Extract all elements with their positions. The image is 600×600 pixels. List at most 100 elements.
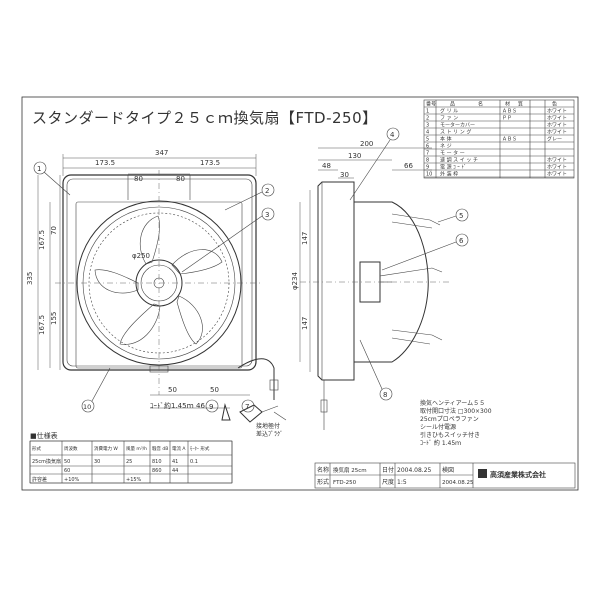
parts-cell: 10 <box>426 172 432 178</box>
parts-cell: フ ァ ン <box>440 116 458 122</box>
callout-5-label: 5 <box>459 212 463 220</box>
tb-type-label: 形式 <box>317 478 329 486</box>
parts-cell: ホワイト <box>547 158 567 164</box>
plug-label-line2: 差込ﾌﾟﾗｸﾞ <box>256 430 283 438</box>
side-bracket <box>391 221 433 229</box>
fan-blade <box>171 249 223 275</box>
callout-2 <box>261 183 275 197</box>
dim-lower-a: 167.5 <box>38 315 46 335</box>
tb-type: FTD-250 <box>333 480 357 486</box>
parts-cell: ホワイト <box>547 130 567 136</box>
parts-cell: 速 調 ス イ ッ チ <box>440 157 478 164</box>
parts-header-cell: 材 <box>505 101 510 108</box>
plug-pin <box>273 411 287 421</box>
dim-bottom-c: 46 <box>196 402 205 410</box>
dim-half-left: 173.5 <box>95 159 115 167</box>
callout-1-label: 1 <box>37 165 41 173</box>
parts-table-border <box>423 99 575 179</box>
fan-blade <box>119 303 161 345</box>
callout-3-label: 3 <box>265 211 269 219</box>
parts-header-cell: 質 <box>518 101 523 108</box>
cord-ferrite <box>269 379 279 391</box>
leader <box>91 367 111 402</box>
callout-4-label: 4 <box>390 131 395 139</box>
callout-6-label: 6 <box>459 237 464 245</box>
spec-header-cell: 形式 <box>32 445 41 452</box>
fan-blade <box>94 269 139 294</box>
callout-2-label: 2 <box>265 187 269 195</box>
dim-side-30: 30 <box>340 171 349 179</box>
parts-cell: 3 <box>426 123 429 129</box>
dim-inner-left: 80 <box>134 175 143 183</box>
dim-side-opening: φ234 <box>291 271 299 290</box>
dim-half-right: 173.5 <box>200 159 220 167</box>
parts-cell: グ リ ル <box>440 108 458 115</box>
leader <box>437 215 457 223</box>
front-view <box>37 154 287 423</box>
callout-5 <box>455 208 469 222</box>
fan-blade <box>176 295 203 345</box>
parts-cell: 5 <box>426 137 429 143</box>
fan-blades <box>94 215 223 345</box>
company-logo-icon <box>478 469 487 478</box>
spec-header-cell: 風量 m³/h <box>126 445 147 452</box>
note-line: 取付開口寸法 □300×300 <box>420 407 492 415</box>
tb-checker-label: 検図 <box>442 466 454 474</box>
callout-1 <box>33 161 47 175</box>
spec-header-cell: ﾓｰﾀｰ 形式 <box>190 445 210 452</box>
parts-cell: 7 <box>426 151 429 157</box>
parts-cell: ホワイト <box>547 116 567 122</box>
dim-height-total: 335 <box>26 272 34 285</box>
parts-cell: 9 <box>426 165 429 171</box>
note-line: ｺｰﾄﾞ 約 1.45ｍ <box>420 439 461 447</box>
tb-date-label: 日付 <box>382 466 394 474</box>
spec-cell: 41 <box>172 459 178 465</box>
parts-cell: 6 <box>426 144 429 150</box>
parts-header-cell: 番号 <box>426 101 436 108</box>
leader <box>381 241 457 271</box>
spec-cell: 25 <box>126 459 132 465</box>
spec-header-cell: 騒音 dB <box>152 445 168 452</box>
side-view <box>299 147 450 430</box>
parts-cell: グレー <box>547 136 562 143</box>
side-cord-clamp <box>320 399 328 413</box>
dim-inner-right: 80 <box>176 175 185 183</box>
dim-side-top: 200 <box>360 140 373 148</box>
note-line: 換気ヘンティアーム５５ <box>420 399 485 407</box>
parts-header-cell: 品 <box>450 102 455 108</box>
callout-9 <box>205 399 219 413</box>
dim-side-upper: 147 <box>301 232 309 245</box>
parts-cell: ホワイト <box>547 165 567 171</box>
grille-outer <box>62 174 257 371</box>
note-line: シール付電源 <box>420 423 456 431</box>
callout-6 <box>455 233 469 247</box>
callout-3 <box>261 207 275 221</box>
parts-cell: ＡＢＳ <box>502 137 517 143</box>
parts-cell: ＡＢＳ <box>502 109 517 115</box>
spec-cell: 許容差 <box>32 476 47 483</box>
parts-cell: 4 <box>426 130 429 136</box>
side-grille <box>317 181 355 381</box>
leader <box>359 339 383 390</box>
parts-cell: 2 <box>426 116 429 122</box>
spec-cell: 25cm換気扇 <box>32 458 61 465</box>
callout-7-label: 7 <box>245 403 249 411</box>
spec-cell: 44 <box>172 468 178 474</box>
dim-upper-a: 167.5 <box>38 230 46 250</box>
tb-scale: 1:5 <box>397 479 407 486</box>
dim-bottom-a: 50 <box>168 386 177 394</box>
spec-cell: +15% <box>126 477 142 483</box>
parts-cell: 本 体 <box>440 136 452 143</box>
parts-cell: 外 装 枠 <box>440 171 458 178</box>
leader <box>224 191 263 211</box>
tb-name-label: 名称 <box>317 466 329 474</box>
dim-side-48: 48 <box>322 162 331 170</box>
dim-blade-dia: φ250 <box>132 252 150 260</box>
callouts: 1 2 3 4 5 6 8 10 9 7 <box>33 127 469 413</box>
spec-cell: 30 <box>94 459 100 465</box>
side-bracket <box>391 213 441 226</box>
